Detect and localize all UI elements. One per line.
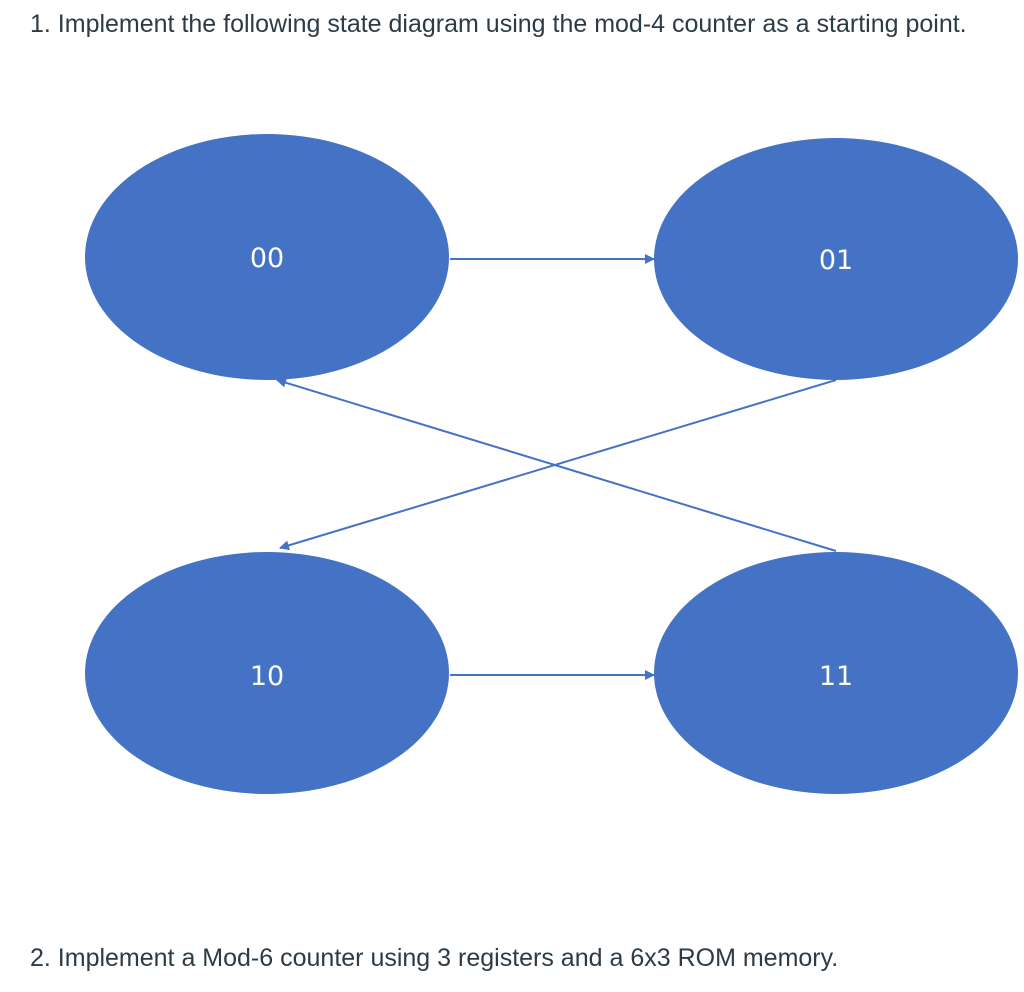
state-label-01: 01 [819, 245, 853, 276]
state-node-10: 10 [85, 552, 449, 794]
state-label-11: 11 [819, 661, 853, 692]
state-label-00: 00 [250, 243, 284, 274]
state-node-00: 00 [85, 134, 449, 380]
state-node-11: 11 [654, 552, 1018, 794]
question-2-text: 2. Implement a Mod-6 counter using 3 reg… [30, 944, 839, 972]
state-node-01: 01 [654, 138, 1018, 380]
question-1-text: 1. Implement the following state diagram… [30, 10, 967, 38]
state-label-10: 10 [250, 661, 284, 692]
transition-11-to-00 [276, 377, 837, 552]
transition-01-to-10 [279, 379, 837, 551]
